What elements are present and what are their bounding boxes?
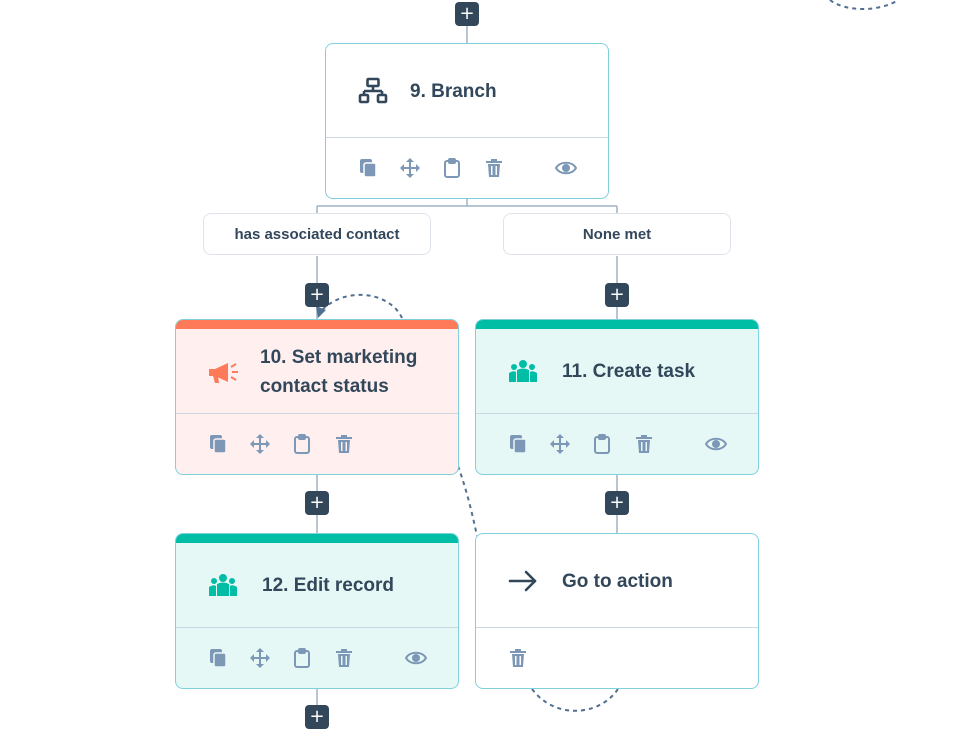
add-step-button[interactable]: +: [605, 491, 629, 515]
copy-icon[interactable]: [347, 152, 389, 184]
edit-record-card[interactable]: 12. Edit record: [175, 533, 459, 689]
move-icon[interactable]: [539, 428, 581, 460]
arrow-right-icon: [508, 569, 538, 593]
node-actions: [176, 627, 458, 688]
card-accent-bar: [176, 534, 458, 543]
card-accent-bar: [476, 320, 758, 329]
move-icon[interactable]: [389, 152, 431, 184]
node-title: Go to action: [562, 570, 673, 592]
node-title-line1: 10. Set marketing: [260, 346, 418, 368]
card-accent-bar: [176, 320, 458, 329]
branch-card[interactable]: 9. Branch: [325, 43, 609, 199]
move-icon[interactable]: [239, 642, 281, 674]
copy-icon[interactable]: [497, 428, 539, 460]
go-to-action-card[interactable]: Go to action: [475, 533, 759, 689]
trash-icon[interactable]: [323, 428, 365, 460]
clipboard-icon[interactable]: [281, 642, 323, 674]
node-title: 9. Branch: [410, 80, 497, 102]
add-step-button[interactable]: +: [305, 283, 329, 307]
node-title: 10. Set marketing contact status: [260, 343, 417, 401]
node-actions: [326, 137, 608, 198]
create-task-card[interactable]: 11. Create task: [475, 319, 759, 475]
eye-icon[interactable]: [695, 428, 737, 460]
trash-icon[interactable]: [623, 428, 665, 460]
node-actions: [476, 413, 758, 474]
copy-icon[interactable]: [197, 642, 239, 674]
node-title: 11. Create task: [562, 361, 696, 382]
trash-icon[interactable]: [497, 642, 539, 674]
people-icon: [208, 572, 238, 600]
node-actions: [476, 627, 758, 688]
set-status-card[interactable]: 10. Set marketing contact status: [175, 319, 459, 475]
megaphone-icon: [206, 357, 240, 387]
clipboard-icon[interactable]: [281, 428, 323, 460]
trash-icon[interactable]: [473, 152, 515, 184]
people-icon: [508, 358, 538, 386]
eye-icon[interactable]: [395, 642, 437, 674]
clipboard-icon[interactable]: [431, 152, 473, 184]
move-icon[interactable]: [239, 428, 281, 460]
node-title-line2: contact status: [260, 375, 389, 397]
add-step-button[interactable]: +: [305, 491, 329, 515]
clipboard-icon[interactable]: [581, 428, 623, 460]
eye-icon[interactable]: [545, 152, 587, 184]
add-step-button[interactable]: +: [305, 705, 329, 729]
node-actions: [176, 413, 458, 474]
branch-label-right[interactable]: None met: [503, 213, 731, 255]
add-step-button[interactable]: +: [605, 283, 629, 307]
trash-icon[interactable]: [323, 642, 365, 674]
branch-label-left[interactable]: has associated contact: [203, 213, 431, 255]
branch-icon: [358, 76, 388, 106]
add-step-button[interactable]: +: [455, 2, 479, 26]
copy-icon[interactable]: [197, 428, 239, 460]
node-title: 12. Edit record: [262, 575, 394, 596]
